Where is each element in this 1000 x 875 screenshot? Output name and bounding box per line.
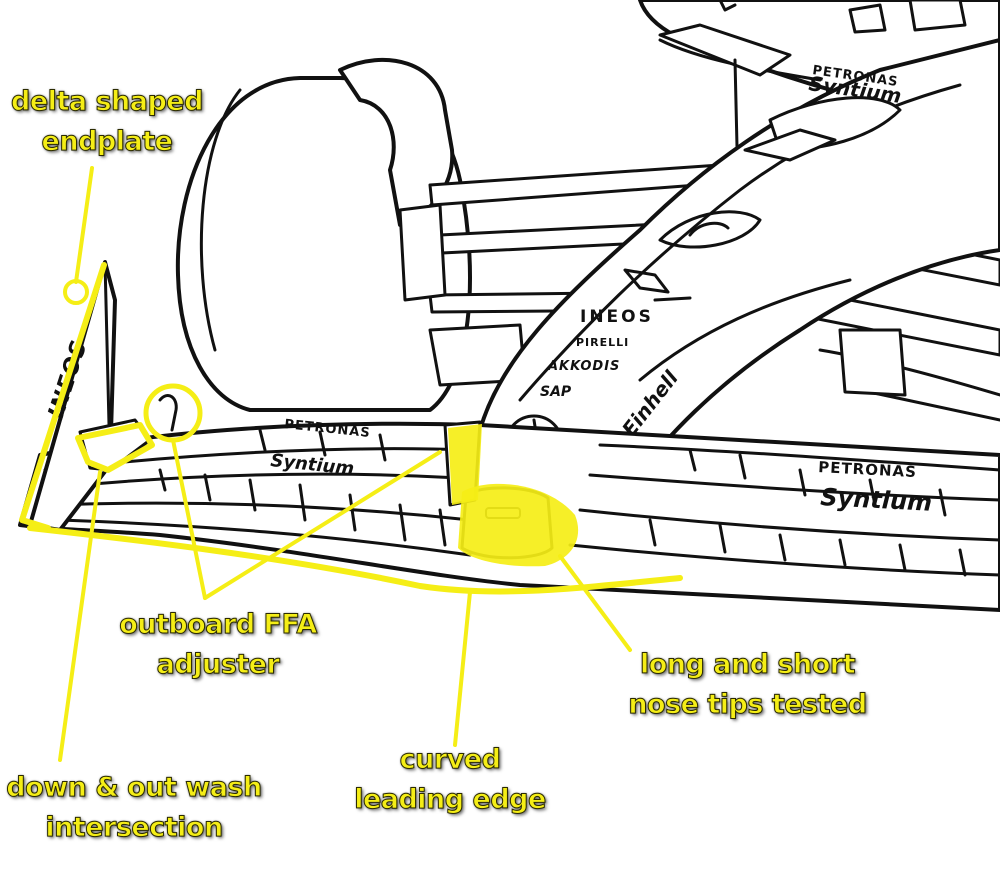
livery-sap: SAP [540, 384, 572, 400]
chassis-upper [638, 0, 1000, 192]
callout-line: nose tips tested [628, 689, 868, 721]
callout-line: down & out wash [6, 772, 263, 804]
callout-line: endplate [41, 126, 173, 158]
leader-wash [58, 470, 102, 762]
wash-intersection-highlight [75, 422, 155, 473]
callout-ffa-adjuster: outboard FFA adjuster [108, 605, 328, 685]
nose-tip-highlight [458, 483, 579, 567]
livery-petronas-wing-right: PETRONAS [818, 458, 918, 481]
callout-line: leading edge [354, 784, 547, 816]
callout-wash-intersection: down & out wash intersection [0, 768, 268, 848]
endplate-marker-ring [63, 279, 89, 305]
callout-nose-tips: long and short nose tips tested [620, 645, 875, 725]
leader-nose-tips [558, 554, 632, 652]
highlight-overlay [19, 166, 683, 762]
callout-line: intersection [45, 812, 224, 844]
endplate-highlight [19, 262, 107, 531]
livery-akkodis: AKKODIS [547, 359, 620, 374]
leader-leading-edge [453, 590, 472, 747]
leader-ffa-a [171, 438, 207, 600]
leader-delta-endplate [74, 166, 94, 284]
callout-delta-endplate: delta shaped endplate [2, 82, 212, 162]
callout-line: adjuster [156, 649, 280, 681]
callout-line: outboard FFA [119, 609, 318, 641]
callout-line: delta shaped [11, 86, 204, 118]
leader-ffa-b [203, 450, 442, 600]
livery-ineos-nose: INEOS [580, 307, 654, 327]
ffa-adjuster-ring [143, 383, 203, 443]
livery-pirelli: PIRELLI [576, 336, 629, 349]
livery-syntium-wing-right: Syntium [820, 483, 933, 517]
callout-line: curved [399, 744, 501, 776]
front-tyre [175, 57, 472, 412]
callout-leading-edge: curved leading edge [340, 740, 560, 820]
ffa-vertical-highlight [448, 424, 482, 505]
callout-line: long and short [640, 649, 857, 681]
